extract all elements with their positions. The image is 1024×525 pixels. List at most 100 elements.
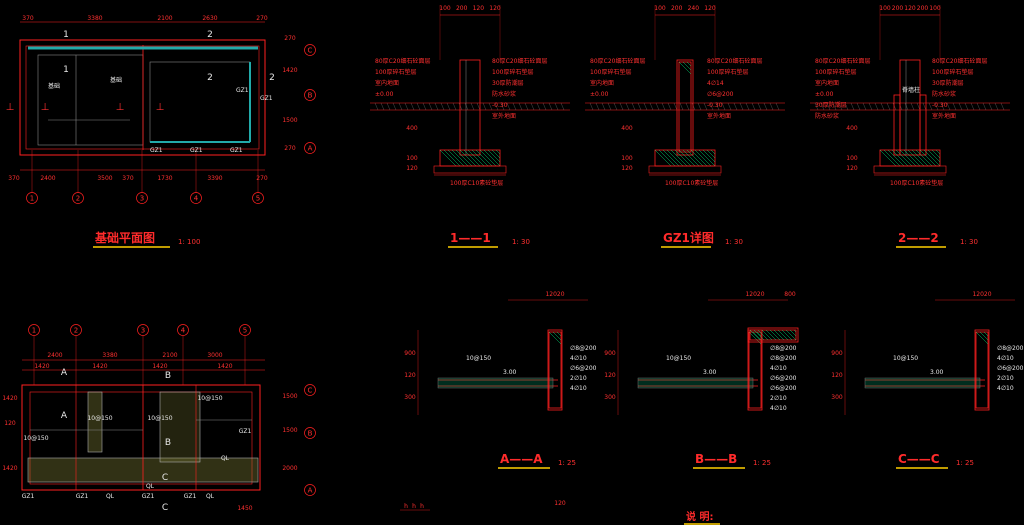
grade-hatch bbox=[607, 102, 612, 111]
plan-bottom-label: B bbox=[165, 438, 171, 448]
grade-hatch bbox=[601, 102, 606, 111]
hatch-line bbox=[686, 149, 704, 167]
plan-bottom-label: GZ1 bbox=[184, 493, 197, 500]
sec-scale: 1: 30 bbox=[725, 238, 743, 246]
plan-bottom-dim: 3380 bbox=[102, 352, 117, 359]
sec-note-right: 室外地面 bbox=[492, 112, 516, 120]
hatch-line bbox=[658, 149, 676, 167]
pier bbox=[893, 94, 901, 156]
plan-top-rdim: 270 bbox=[284, 35, 296, 42]
hatch-line bbox=[694, 149, 712, 167]
grade-hatch bbox=[928, 102, 933, 111]
ring-beam bbox=[974, 329, 990, 411]
axis-right: C bbox=[308, 387, 313, 395]
hatch-line bbox=[666, 149, 684, 167]
hatch-line bbox=[927, 149, 941, 163]
grade-hatch bbox=[745, 102, 750, 111]
ring-left-dim: 300 bbox=[831, 394, 843, 401]
hatch-line bbox=[662, 149, 680, 167]
hatch-line bbox=[769, 329, 781, 341]
grade-hatch bbox=[392, 102, 397, 111]
sec-note-left: 80厚C20细石砼面层 bbox=[590, 57, 645, 65]
hatch-line bbox=[682, 149, 700, 167]
sec-left-dim: 400 bbox=[621, 125, 633, 132]
grade-hatch bbox=[428, 102, 433, 111]
hatch-line bbox=[752, 331, 762, 341]
hatch-line bbox=[467, 149, 485, 167]
sec-left-dim: 100 bbox=[406, 155, 418, 162]
hatch-line bbox=[781, 329, 793, 341]
hatch-line bbox=[686, 61, 692, 67]
axis-bubble bbox=[304, 484, 316, 496]
ring-note: ∅8@200 bbox=[770, 345, 797, 352]
plan-bottom-dim: 2100 bbox=[162, 352, 177, 359]
grade-hatch bbox=[733, 102, 738, 111]
section-cut-icon: ⊥ bbox=[156, 102, 165, 113]
hatch-line bbox=[548, 331, 562, 345]
sec-note-left: 30厚防潮层 bbox=[815, 101, 847, 109]
grade-hatch bbox=[512, 102, 517, 111]
axis-bottom: 4 bbox=[194, 195, 199, 203]
hatch-line bbox=[682, 61, 692, 71]
grade-hatch bbox=[476, 102, 481, 111]
grade-hatch bbox=[727, 102, 732, 111]
section-cut-icon: ⊥ bbox=[116, 102, 125, 113]
hatch-line bbox=[487, 149, 501, 163]
sec-top-dim: 100 bbox=[654, 5, 666, 12]
ring-note: ∅8@200 bbox=[997, 345, 1024, 352]
ring-scale: 1: 25 bbox=[558, 459, 576, 467]
ring-title: A——A bbox=[500, 452, 543, 466]
plan-bottom-rdim: 2000 bbox=[282, 465, 297, 472]
sec-note-left: ±0.00 bbox=[375, 91, 394, 98]
grade-hatch bbox=[613, 102, 618, 111]
section-mark: 2 bbox=[269, 73, 275, 83]
ring-note: ∅8@200 bbox=[770, 355, 797, 362]
hatch-box bbox=[879, 149, 941, 167]
sec-note-right: 80厚C20细石砼面层 bbox=[932, 57, 987, 65]
hatch-line bbox=[899, 149, 917, 167]
bottom-dim: 120 bbox=[554, 500, 566, 507]
grade-hatch bbox=[898, 102, 903, 111]
grade-hatch bbox=[820, 102, 825, 111]
wall bbox=[459, 59, 481, 156]
plan-bottom-label: QL bbox=[146, 483, 155, 490]
axis-bottom: 1 bbox=[30, 195, 34, 203]
floor-band bbox=[87, 391, 103, 453]
axis-bubble bbox=[252, 192, 264, 204]
sec-note-left: 室内地面 bbox=[815, 79, 839, 87]
grade-hatch bbox=[832, 102, 837, 111]
grade-hatch bbox=[536, 102, 541, 111]
ring-left-dim: 120 bbox=[404, 372, 416, 379]
grade-hatch bbox=[637, 102, 642, 111]
grade-hatch bbox=[374, 102, 379, 111]
sec-top-dim: 120 bbox=[473, 5, 485, 12]
hatch-line bbox=[678, 61, 692, 75]
plan-bottom-rdim: 1500 bbox=[282, 427, 297, 434]
sec-note-left: 室内地面 bbox=[590, 79, 614, 87]
sec-note-right: 100厚碎石垫层 bbox=[707, 68, 748, 76]
ring-left-dim: 300 bbox=[604, 394, 616, 401]
plan-top-label: GZ1 bbox=[150, 147, 163, 154]
slab bbox=[637, 377, 754, 389]
plan-bottom-label: C bbox=[162, 503, 168, 513]
ring-note: 4∅10 bbox=[770, 405, 787, 412]
linework bbox=[19, 5, 1015, 525]
grade-hatch bbox=[458, 102, 463, 111]
section-cut-icon: ⊥ bbox=[41, 102, 50, 113]
ring-note: ∅6@200 bbox=[770, 375, 797, 382]
grade-hatch bbox=[625, 102, 630, 111]
ring-left-dim: 300 bbox=[404, 394, 416, 401]
hatch-line bbox=[895, 149, 913, 167]
slab-note: 3.00 bbox=[930, 369, 944, 376]
ring-top-dim: 12020 bbox=[545, 291, 564, 298]
sec-note-right: 防水砂浆 bbox=[492, 90, 516, 98]
slab-note: 10@150 bbox=[666, 355, 691, 362]
hatch-line bbox=[911, 149, 929, 167]
overhang bbox=[747, 327, 799, 343]
hatch-box bbox=[975, 331, 989, 409]
hatch-line bbox=[495, 149, 501, 155]
sec-title: 1——1 bbox=[450, 231, 491, 245]
grade-hatch bbox=[922, 102, 927, 111]
plan-bottom-label: GZ1 bbox=[22, 493, 35, 500]
wall bbox=[899, 59, 921, 156]
